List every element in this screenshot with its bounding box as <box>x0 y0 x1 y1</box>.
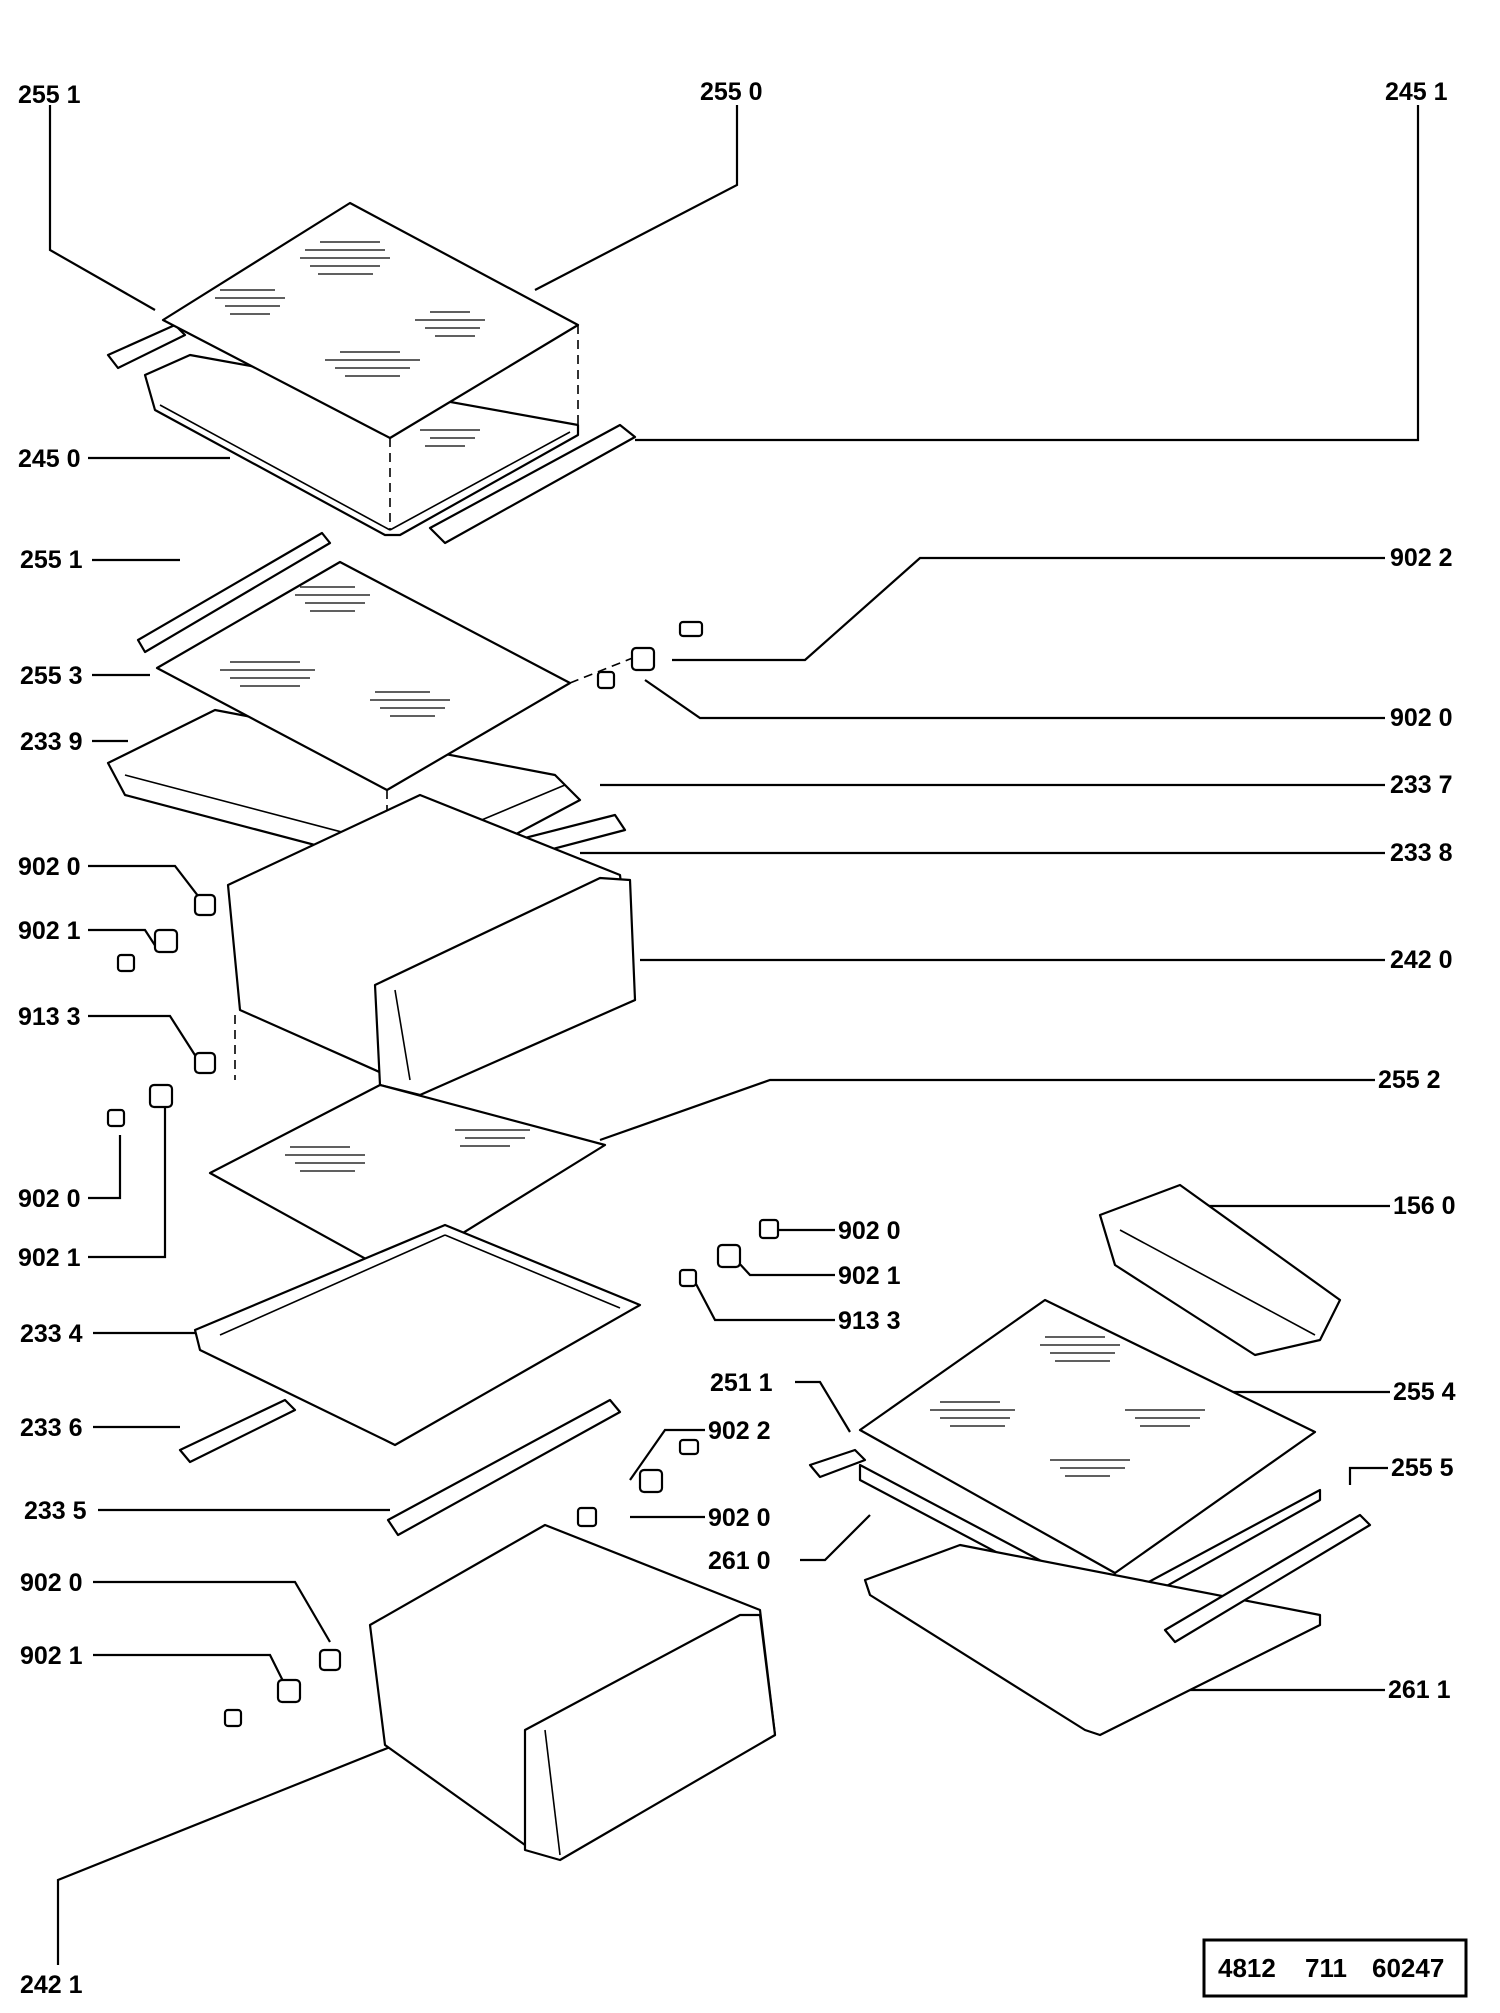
callout-label: 902 0 <box>1390 704 1453 732</box>
drawer-lower <box>223 1523 777 1862</box>
callout-label: 902 0 <box>18 853 81 881</box>
callout-label: 902 0 <box>20 1569 83 1597</box>
callout-label: 245 0 <box>18 445 81 473</box>
callout-label: 245 1 <box>1385 78 1448 106</box>
document-number-part: 4812 <box>1218 1953 1276 1983</box>
document-number-part: 711 <box>1305 1953 1347 1983</box>
callout-label: 233 7 <box>1390 771 1453 799</box>
callout-label: 902 1 <box>18 1244 81 1272</box>
callout-label: 255 1 <box>20 546 83 574</box>
callout-label: 902 1 <box>18 917 81 945</box>
fasteners-right-lower <box>576 1218 780 1528</box>
callout-label: 902 0 <box>18 1185 81 1213</box>
callout-label: 233 8 <box>1390 839 1453 867</box>
callout-label: 233 5 <box>24 1497 87 1525</box>
callout-label: 902 0 <box>838 1217 901 1245</box>
callout-label: 255 1 <box>18 81 81 109</box>
callout-label: 255 0 <box>700 78 763 106</box>
callout-label: 913 3 <box>838 1307 901 1335</box>
drawer-upper <box>226 793 637 1097</box>
callout-label: 261 0 <box>708 1547 771 1575</box>
callout-label: 902 1 <box>838 1262 901 1290</box>
callout-label: 255 4 <box>1393 1378 1456 1406</box>
callout-label: 233 4 <box>20 1320 83 1348</box>
fasteners-left-upper <box>106 893 217 1128</box>
callout-label: 902 2 <box>1390 544 1453 572</box>
callout-label: 255 2 <box>1378 1066 1441 1094</box>
shelf-assembly-right <box>808 1183 1372 1737</box>
callout-label: 902 0 <box>708 1504 771 1532</box>
callout-label: 233 9 <box>20 728 83 756</box>
shelf-assembly-top <box>106 201 637 545</box>
callout-label: 242 1 <box>20 1971 83 1999</box>
leader-lines <box>48 105 1420 1965</box>
callout-label: 902 2 <box>708 1417 771 1445</box>
fasteners-upper-right <box>596 620 704 690</box>
document-number-part: 60247 <box>1372 1953 1444 1983</box>
callout-label: 913 3 <box>18 1003 81 1031</box>
document-number-box: 4812 711 60247 <box>1202 1938 1468 1998</box>
callout-label: 251 1 <box>710 1369 773 1397</box>
callout-label: 255 5 <box>1391 1454 1454 1482</box>
callout-label: 233 6 <box>20 1414 83 1442</box>
callout-labels: 255 1 255 0 245 1 245 0 255 1 902 2 255 … <box>18 78 1456 1999</box>
shelf-assembly-lower <box>178 1083 642 1537</box>
callout-label: 156 0 <box>1393 1192 1456 1220</box>
callout-label: 902 1 <box>20 1642 83 1670</box>
callout-label: 242 0 <box>1390 946 1453 974</box>
callout-label: 255 3 <box>20 662 83 690</box>
callout-label: 261 1 <box>1388 1676 1451 1704</box>
